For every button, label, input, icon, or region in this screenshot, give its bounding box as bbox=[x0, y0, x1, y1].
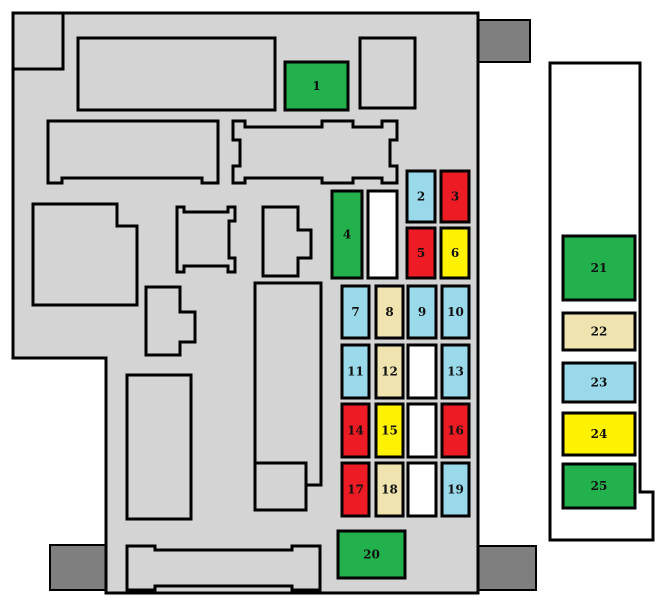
fuse-16: 16 bbox=[440, 402, 471, 459]
fuse-5: 5 bbox=[405, 226, 437, 280]
fuse-8: 8 bbox=[374, 284, 405, 340]
fuse-label: 14 bbox=[347, 424, 364, 438]
fuse-body bbox=[340, 461, 371, 518]
fuse-body bbox=[405, 226, 437, 280]
fuse-label: 10 bbox=[447, 305, 464, 319]
fuse-body bbox=[405, 169, 437, 224]
fuse-label: 12 bbox=[381, 365, 398, 379]
block-small-square bbox=[253, 461, 308, 512]
fuse-body bbox=[330, 189, 364, 280]
fuse-label: 23 bbox=[591, 376, 608, 390]
fuse-body bbox=[340, 343, 371, 400]
fuse-label: 24 bbox=[591, 427, 608, 441]
fuse-body bbox=[561, 234, 637, 302]
fuse-body bbox=[283, 60, 350, 112]
fuse-body bbox=[374, 343, 405, 400]
fuse-body bbox=[440, 284, 471, 340]
fuse-label: 2 bbox=[417, 190, 425, 204]
fuse-label: 18 bbox=[381, 483, 398, 497]
fuse-body bbox=[440, 461, 471, 518]
fuse-label: 15 bbox=[381, 424, 398, 438]
empty-slot bbox=[366, 189, 399, 280]
fuse-14: 14 bbox=[340, 402, 371, 459]
fuse-label: 21 bbox=[591, 261, 608, 275]
fuse-label: 22 bbox=[591, 325, 608, 339]
fuse-body bbox=[340, 284, 371, 340]
fuse-body bbox=[439, 226, 471, 280]
fuse-label: 17 bbox=[347, 483, 364, 497]
fuse-label: 8 bbox=[385, 305, 393, 319]
fuse-holder-long bbox=[253, 281, 323, 487]
fuse-1: 1 bbox=[283, 60, 350, 112]
fuse-label: 16 bbox=[447, 424, 464, 438]
fuse-17: 17 bbox=[340, 461, 371, 518]
fuse-label: 7 bbox=[351, 305, 359, 319]
fuse-label: 11 bbox=[347, 365, 364, 379]
relay-block-top bbox=[76, 36, 277, 112]
relay-small-top bbox=[358, 36, 417, 110]
connector-left bbox=[46, 119, 220, 185]
fuse-12: 12 bbox=[374, 343, 405, 400]
fuse-19: 19 bbox=[440, 461, 471, 518]
fuse-body bbox=[561, 462, 637, 510]
fuse-20: 20 bbox=[336, 529, 407, 580]
connector-bottom bbox=[125, 544, 322, 592]
fuse-body bbox=[440, 343, 471, 400]
fuse-9: 9 bbox=[406, 284, 438, 340]
fuse-body bbox=[561, 411, 637, 457]
fuse-18: 18 bbox=[374, 461, 405, 518]
mount-tab-top-right bbox=[477, 19, 531, 63]
fuse-label: 1 bbox=[312, 79, 320, 93]
fuse-body bbox=[440, 402, 471, 459]
fuse-7: 7 bbox=[340, 284, 371, 340]
relay-small-mid bbox=[261, 205, 313, 278]
fuse-body bbox=[561, 361, 637, 404]
empty-slot bbox=[406, 402, 438, 459]
relay-large-left bbox=[31, 202, 139, 307]
fuse-body bbox=[439, 169, 471, 224]
fuse-body bbox=[374, 461, 405, 518]
fuse-label: 20 bbox=[363, 548, 380, 562]
empty-slot bbox=[406, 343, 438, 400]
fuse-label: 9 bbox=[418, 305, 426, 319]
fuse-4: 4 bbox=[330, 189, 364, 280]
fuse-body bbox=[406, 284, 438, 340]
fuse-6: 6 bbox=[439, 226, 471, 280]
connector-center bbox=[231, 119, 399, 185]
fuse-label: 25 bbox=[591, 479, 608, 493]
mount-tab-bottom-right bbox=[475, 545, 537, 591]
fuse-label: 5 bbox=[417, 246, 425, 260]
fuse-3: 3 bbox=[439, 169, 471, 224]
fuse-21: 21 bbox=[561, 234, 637, 302]
fuse-label: 4 bbox=[343, 228, 351, 242]
mount-tab-bottom-left bbox=[49, 544, 109, 591]
fuse-label: 19 bbox=[447, 483, 464, 497]
fuse-25: 25 bbox=[561, 462, 637, 510]
fuse-body bbox=[561, 311, 637, 352]
fuse-23: 23 bbox=[561, 361, 637, 404]
fuse-label: 6 bbox=[451, 246, 459, 260]
fuse-24: 24 bbox=[561, 411, 637, 457]
block-tall-left bbox=[125, 373, 193, 521]
fuse-15: 15 bbox=[374, 402, 405, 459]
fuse-2: 2 bbox=[405, 169, 437, 224]
fuse-body bbox=[336, 529, 407, 580]
relay-socket bbox=[175, 205, 237, 274]
fuse-body bbox=[374, 402, 405, 459]
fuse-label: 13 bbox=[447, 365, 464, 379]
fuse-13: 13 bbox=[440, 343, 471, 400]
fuse-22: 22 bbox=[561, 311, 637, 352]
fuse-11: 11 bbox=[340, 343, 371, 400]
fuse-label: 3 bbox=[451, 190, 459, 204]
relay-small-left bbox=[144, 285, 197, 357]
corner-block bbox=[11, 11, 65, 71]
fuse-body bbox=[340, 402, 371, 459]
fuse-10: 10 bbox=[440, 284, 471, 340]
fuse-body bbox=[374, 284, 405, 340]
empty-slot bbox=[406, 461, 438, 518]
